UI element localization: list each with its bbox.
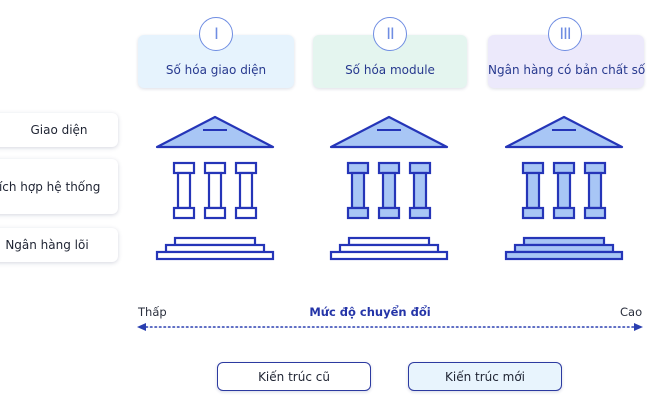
column-shaft — [587, 171, 603, 210]
bank-building-2 — [329, 115, 449, 261]
column-capital — [552, 161, 576, 175]
column-capital — [172, 161, 196, 175]
base-step-bottom — [329, 250, 449, 261]
transformation-axis-arrow — [137, 323, 643, 331]
stage-badge-2: II — [373, 17, 407, 51]
column-capital — [583, 161, 607, 175]
stage-marker-1: I — [214, 24, 219, 43]
column-base — [203, 206, 227, 220]
layer-label-interface: Giao diện — [0, 113, 118, 147]
column-base — [234, 206, 258, 220]
column-base — [172, 206, 196, 220]
column-shaft — [556, 171, 572, 210]
bank-building-3 — [504, 115, 624, 261]
column-shaft — [525, 171, 541, 210]
column-base — [521, 206, 545, 220]
column-shaft — [412, 171, 428, 210]
layer-label-core: Ngân hàng lõi — [0, 228, 118, 262]
stage-card-3: Ngân hàng có bản chất số — [488, 35, 646, 88]
column-base — [552, 206, 576, 220]
axis-high-label: Cao — [620, 305, 643, 319]
column-capital — [203, 161, 227, 175]
roof — [155, 115, 275, 149]
column-base — [408, 206, 432, 220]
column-capital — [521, 161, 545, 175]
column-shaft — [350, 171, 366, 210]
column-shaft — [207, 171, 223, 210]
stage-marker-2: II — [386, 24, 395, 43]
stage-marker-3: III — [559, 24, 571, 43]
column-shaft — [176, 171, 192, 210]
column-capital — [234, 161, 258, 175]
roof — [504, 115, 624, 149]
axis-low-label: Thấp — [138, 305, 167, 319]
column-shaft — [381, 171, 397, 210]
legend-new-architecture: Kiến trúc mới — [408, 362, 562, 391]
column-base — [583, 206, 607, 220]
column-capital — [377, 161, 401, 175]
base-step-bottom — [155, 250, 275, 261]
stage-label-3: Ngân hàng có bản chất số — [488, 63, 646, 77]
axis-title: Mức độ chuyển đổi — [309, 305, 431, 319]
roof — [329, 115, 449, 149]
base-step-bottom — [504, 250, 624, 261]
legend-old-architecture: Kiến trúc cũ — [217, 362, 371, 391]
column-capital — [346, 161, 370, 175]
column-base — [377, 206, 401, 220]
column-base — [346, 206, 370, 220]
stage-label-1: Số hóa giao diện — [165, 63, 267, 77]
column-shaft — [238, 171, 254, 210]
stage-badge-1: I — [199, 17, 233, 51]
stage-label-2: Số hóa module — [345, 63, 435, 77]
column-capital — [408, 161, 432, 175]
bank-building-1 — [155, 115, 275, 261]
layer-label-integration: Tích hợp hệ thống — [0, 159, 118, 214]
stage-badge-3: III — [548, 17, 582, 51]
